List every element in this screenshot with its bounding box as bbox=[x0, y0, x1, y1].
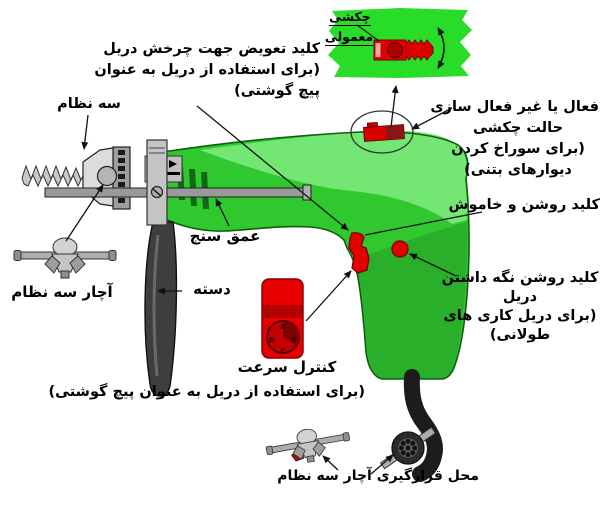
label-inset-normal: معمولی bbox=[324, 29, 374, 46]
dial-letter-d: D bbox=[269, 336, 275, 344]
label-handle: دسته bbox=[193, 280, 231, 298]
inset-switch-spring bbox=[405, 39, 434, 61]
grip-handle bbox=[144, 221, 178, 397]
label-on-off-switch: کلید روشن و خاموش bbox=[448, 197, 600, 213]
label-key-storage: محل قرارگیری آچار سه نظام bbox=[277, 468, 479, 484]
callout-ellipse bbox=[350, 110, 414, 154]
chuck-key-icon bbox=[13, 237, 117, 279]
label-lock-on-button: کلید روشن نگه داشتن دریل (برای دریل کاری… bbox=[441, 270, 599, 343]
label-speed-control: کنترل سرعت bbox=[237, 358, 337, 376]
dial-letter-b: B bbox=[292, 336, 297, 344]
depth-gauge-rod bbox=[44, 139, 312, 226]
label-depth-gauge: عمق سنج bbox=[189, 227, 261, 245]
hammer-mode-switch bbox=[363, 122, 405, 142]
chuck-key-icon-bottom bbox=[263, 421, 353, 470]
trigger-switch bbox=[348, 232, 370, 274]
drill-body bbox=[162, 130, 470, 380]
leader-lines bbox=[65, 85, 483, 475]
label-speed-control-note: (برای استفاده از دریل به عنوان پیچ گوشتی… bbox=[48, 384, 365, 400]
mode-inset-panel bbox=[328, 8, 472, 78]
label-chuck: سه نظام bbox=[57, 96, 121, 112]
label-inset-hammer: چکشی bbox=[329, 9, 371, 26]
power-cord bbox=[403, 369, 443, 482]
speed-control-dial: A B C D bbox=[261, 278, 304, 359]
cord-key-holder bbox=[379, 426, 437, 470]
dial-letter-a: A bbox=[280, 323, 285, 331]
chuck-key-hole bbox=[96, 165, 118, 187]
lock-on-button bbox=[391, 240, 409, 258]
body-shadow bbox=[354, 222, 468, 379]
label-hammer-mode: فعال یا غیر فعال سازی حالت چکشی (برای سو… bbox=[430, 99, 599, 178]
rotate-arrow bbox=[437, 27, 445, 69]
label-rotation-switch: کلید تعویض جهت چرخش دریل (برای استفاده ا… bbox=[94, 41, 320, 99]
dial-letter-c: C bbox=[281, 347, 286, 355]
chuck bbox=[82, 146, 131, 210]
body-highlight bbox=[200, 130, 468, 224]
label-chuck-key: آچار سه نظام bbox=[11, 283, 113, 301]
